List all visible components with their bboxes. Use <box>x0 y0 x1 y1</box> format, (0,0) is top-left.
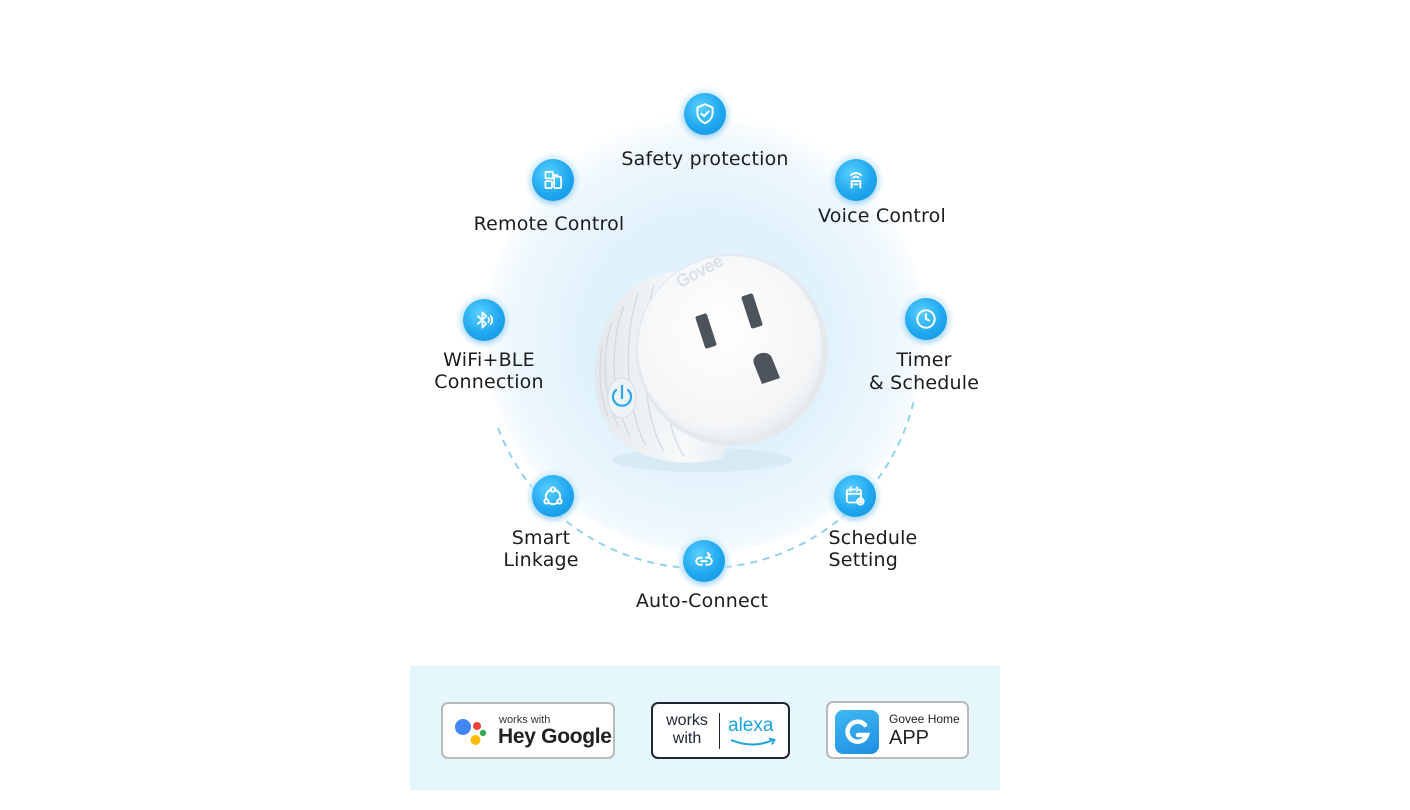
feature-label-schedule: Schedule Setting <box>828 527 918 571</box>
feature-label-safety: Safety protection <box>621 148 789 170</box>
link-icon <box>676 533 732 589</box>
feature-label-auto-connect: Auto-Connect <box>635 590 769 612</box>
feature-label-wifi-ble: WiFi+BLE Connection <box>434 349 544 393</box>
govee-app-label: APP <box>889 727 930 749</box>
bluetooth-icon <box>456 292 512 348</box>
google-hey-google: Hey Google <box>498 725 612 748</box>
voice-control-icon <box>828 152 884 208</box>
feature-label-timer: Timer & Schedule <box>868 349 980 394</box>
govee-home-label: Govee Home <box>889 712 960 726</box>
shield-check-icon <box>677 86 733 142</box>
works-with-google-badge: works with Hey Google <box>441 702 615 759</box>
google-assistant-icon <box>455 719 487 745</box>
feature-label-smart-linkage: Smart Linkage <box>503 527 579 571</box>
power-button-icon <box>607 377 637 419</box>
remote-devices-icon <box>525 152 581 208</box>
alexa-wordmark: alexa <box>728 715 774 736</box>
google-works-with: works with <box>499 714 551 726</box>
works-with-alexa-badge: works with alexa <box>651 702 790 759</box>
govee-home-app-badge: Govee Home APP <box>826 701 969 759</box>
feature-label-remote: Remote Control <box>473 213 625 235</box>
calendar-gear-icon <box>827 468 883 524</box>
amazon-smile-icon <box>730 737 776 746</box>
alexa-works-with: works with <box>666 712 708 747</box>
feature-label-voice: Voice Control <box>818 205 946 227</box>
clock-icon <box>898 291 954 347</box>
alexa-divider <box>719 713 720 749</box>
smart-plug-illustration: Govee <box>594 251 828 472</box>
linkage-icon <box>525 468 581 524</box>
govee-app-icon <box>835 710 879 754</box>
